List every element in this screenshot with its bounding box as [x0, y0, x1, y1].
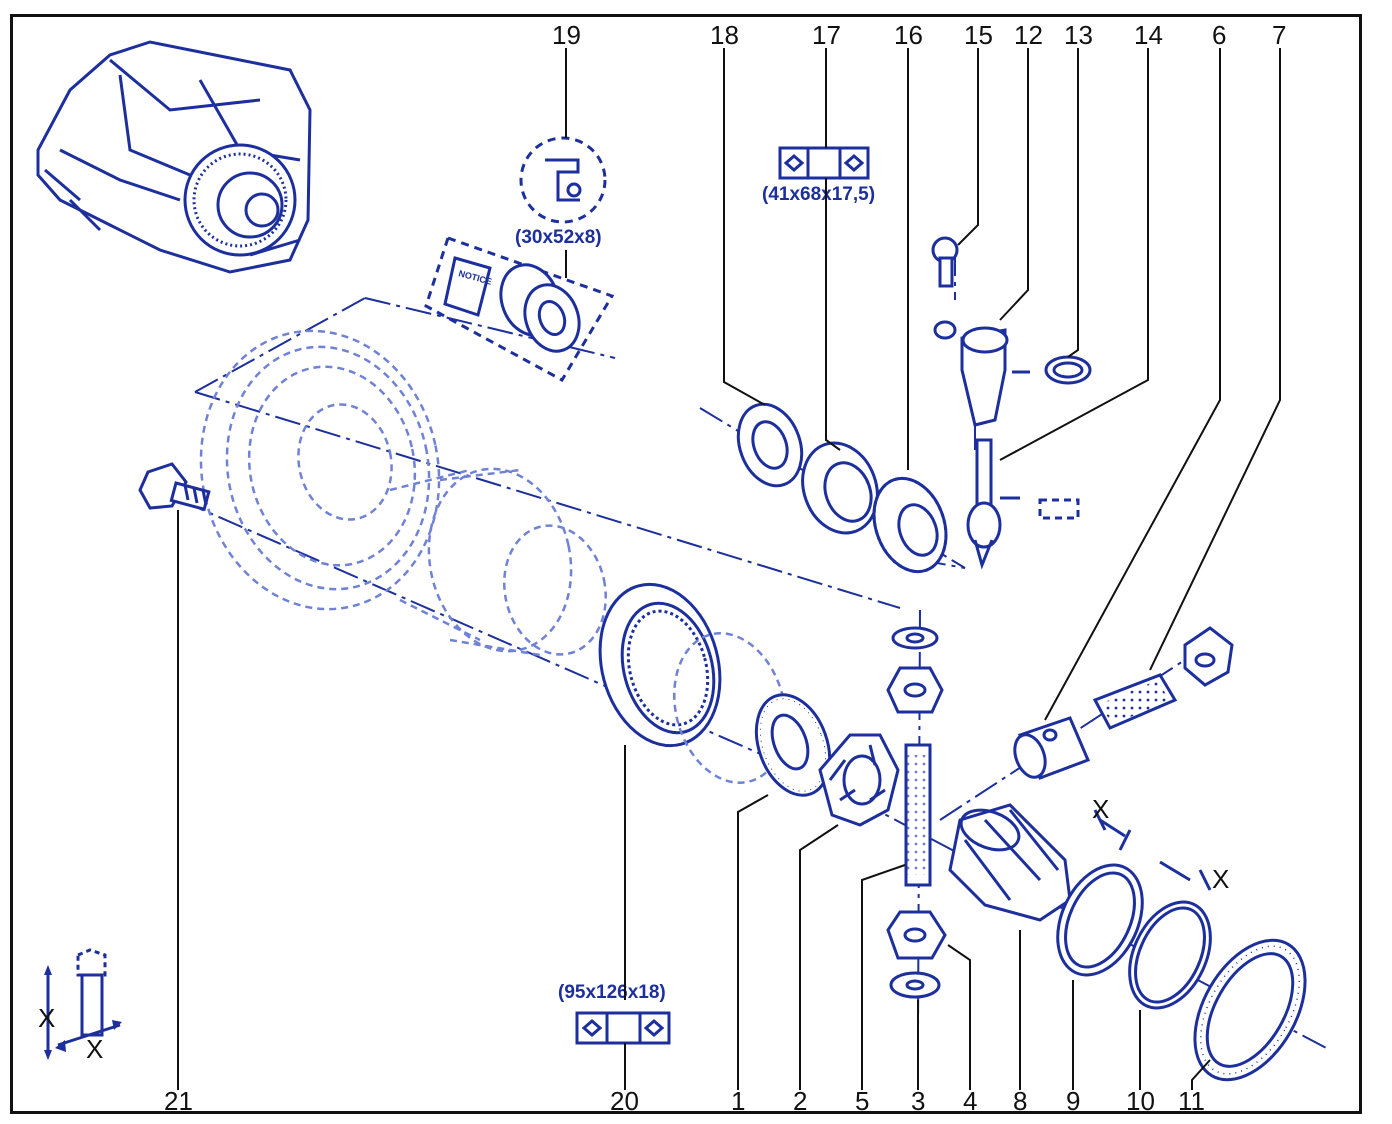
bearing-symbol-20 — [575, 1011, 671, 1045]
callout-19: 19 — [552, 20, 581, 50]
seal-kit-19: NOTICE — [424, 136, 615, 383]
callout-9: 9 — [1066, 1086, 1080, 1116]
carrier-8 — [948, 803, 1072, 922]
bolt-x-horizontal-label: X — [86, 1034, 103, 1064]
callout-6: 6 — [1212, 20, 1226, 50]
drive-gear-16 — [872, 476, 948, 574]
callout-3: 3 — [911, 1086, 925, 1116]
callout-5: 5 — [855, 1086, 869, 1116]
bolt-x-vertical-label: X — [38, 1003, 55, 1033]
bearing-17 — [801, 441, 879, 535]
callout-13: 13 — [1064, 20, 1093, 50]
bearing-20 — [598, 582, 787, 784]
callout-11: 11 — [1178, 1086, 1205, 1116]
bolt-inset — [44, 948, 122, 1060]
callout-2: 2 — [793, 1086, 807, 1116]
callout-15: 15 — [964, 20, 993, 50]
thrust-washer-1 — [754, 693, 832, 797]
callout-14: 14 — [1134, 20, 1163, 50]
callout-8: 8 — [1013, 1086, 1027, 1116]
callout-21: 21 — [164, 1086, 193, 1116]
callout-4: 4 — [963, 1086, 977, 1116]
bolt-21 — [138, 462, 211, 512]
speedo-drive-assembly — [931, 236, 1092, 570]
seal-18 — [736, 402, 804, 488]
ring-9-x-label: X — [1092, 794, 1109, 824]
gearbox-thumbnail — [36, 40, 312, 274]
callout-12: 12 — [1014, 20, 1043, 50]
pin-sleeve-6-7 — [1013, 626, 1234, 780]
callout-18: 18 — [710, 20, 739, 50]
seal-19-dimension: (30x52x8) — [515, 227, 602, 248]
callout-17: 17 — [812, 20, 841, 50]
bearing-20-dimension: (95x126x18) — [558, 982, 666, 1003]
diagram-frame — [10, 14, 1362, 1114]
callout-20: 20 — [610, 1086, 639, 1116]
bearing-17-dimension: (41x68x17,5) — [762, 184, 875, 205]
leader-lines — [177, 48, 1281, 1090]
bearing-symbol-17 — [778, 146, 870, 180]
planet-gears-shaft — [886, 626, 947, 999]
sun-gear-2 — [818, 733, 900, 827]
callout-1: 1 — [731, 1086, 745, 1116]
rings-9-10-11 — [1056, 809, 1307, 1082]
callout-7: 7 — [1272, 20, 1286, 50]
ring-10-x-label: X — [1212, 864, 1229, 894]
callout-16: 16 — [894, 20, 923, 50]
callout-10: 10 — [1126, 1086, 1155, 1116]
crown-wheel-ghost — [199, 329, 607, 657]
